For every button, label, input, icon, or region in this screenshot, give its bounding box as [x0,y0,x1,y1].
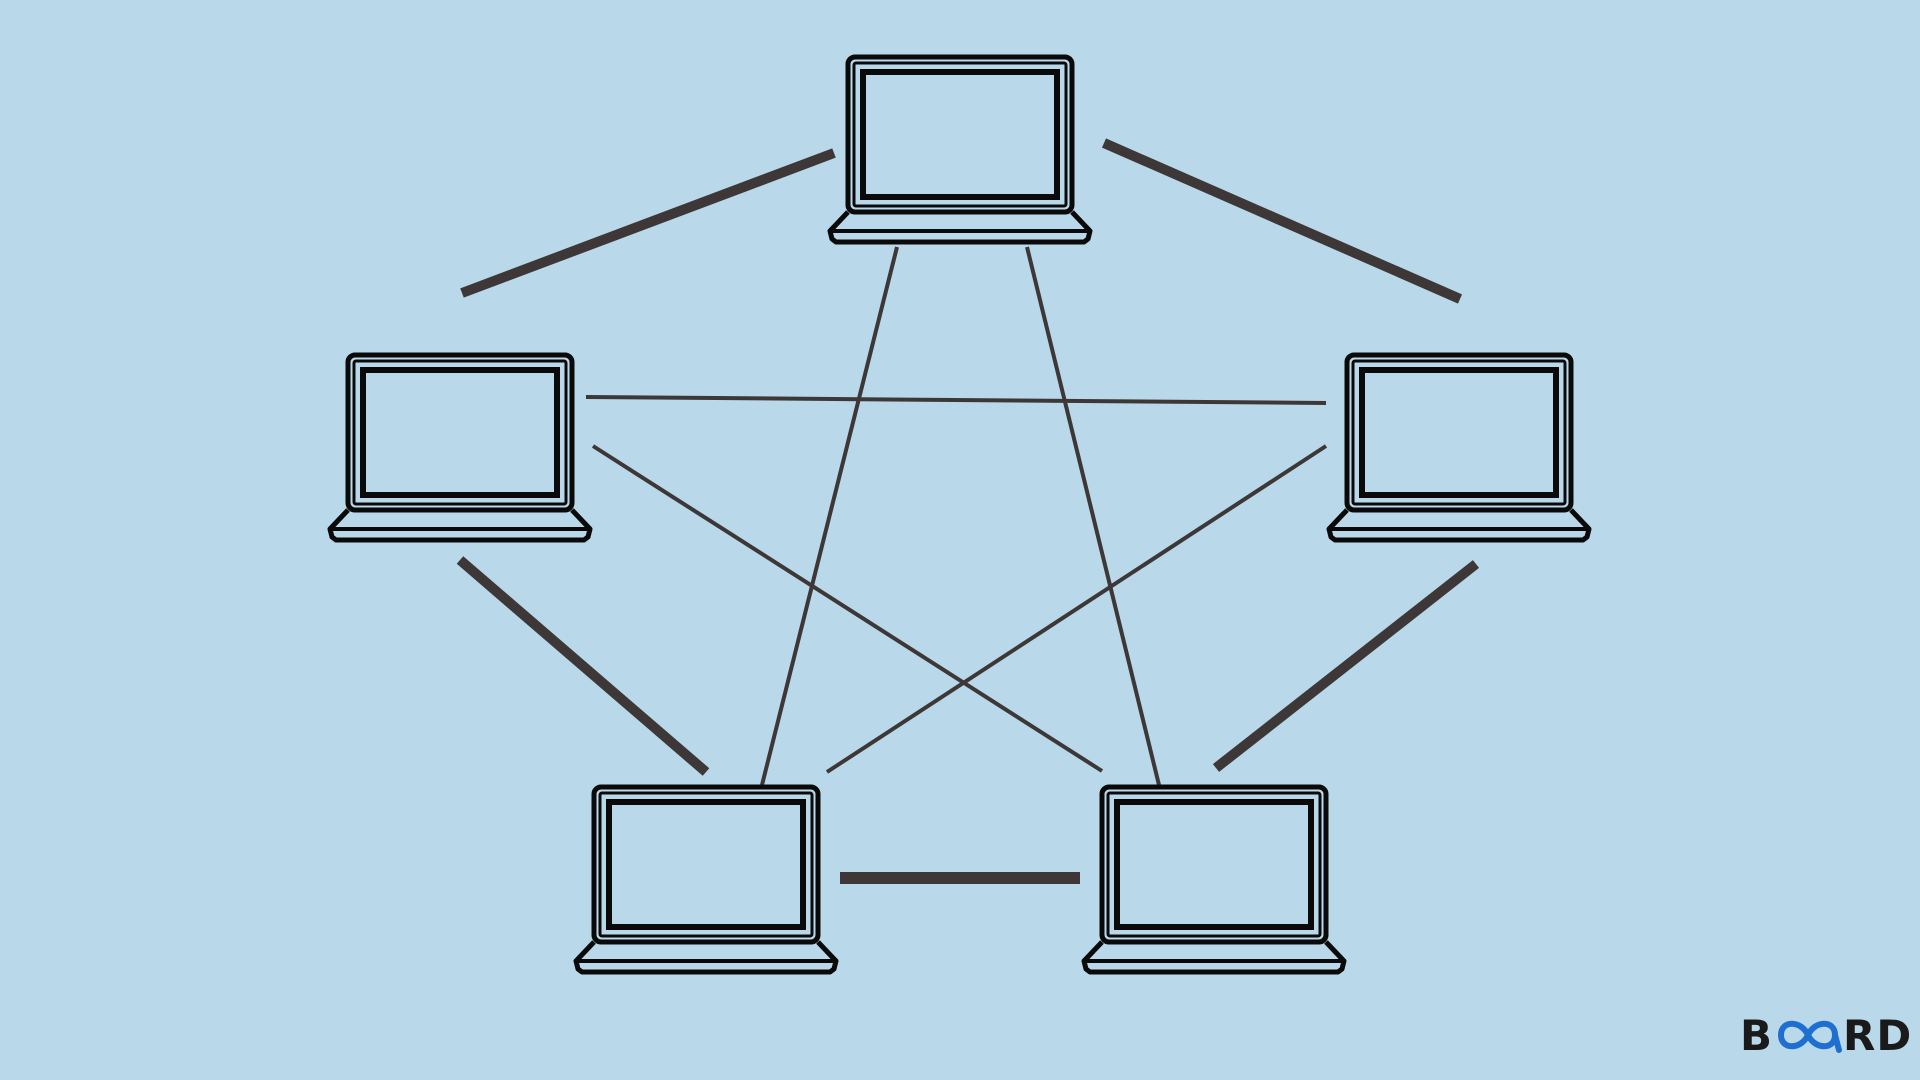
link-top-to-bottom-left [760,246,899,786]
logo-letters-rd: RD [1843,1010,1913,1060]
link-top-to-bottom-right [1025,246,1161,786]
board-logo: B RD [1740,1010,1912,1060]
laptop-icon-bottom-right [1084,787,1344,972]
link-right-to-bottom-right [1212,560,1480,772]
link-right-to-bottom-left [825,444,1328,774]
link-left-to-bottom-right [591,444,1104,773]
laptop-icon-right [1329,355,1589,540]
link-top-to-right [1101,138,1463,304]
nodes-layer [330,57,1589,972]
links-layer [456,138,1480,884]
logo-letter-b: B [1740,1010,1774,1060]
laptop-icon-left [330,355,590,540]
infinity-icon [1778,1020,1843,1053]
laptop-icon-bottom-left [576,787,836,972]
link-top-to-left [460,148,836,298]
link-left-to-right [585,395,1327,405]
link-left-to-bottom-left [456,556,710,776]
laptop-icon-top [830,57,1090,242]
